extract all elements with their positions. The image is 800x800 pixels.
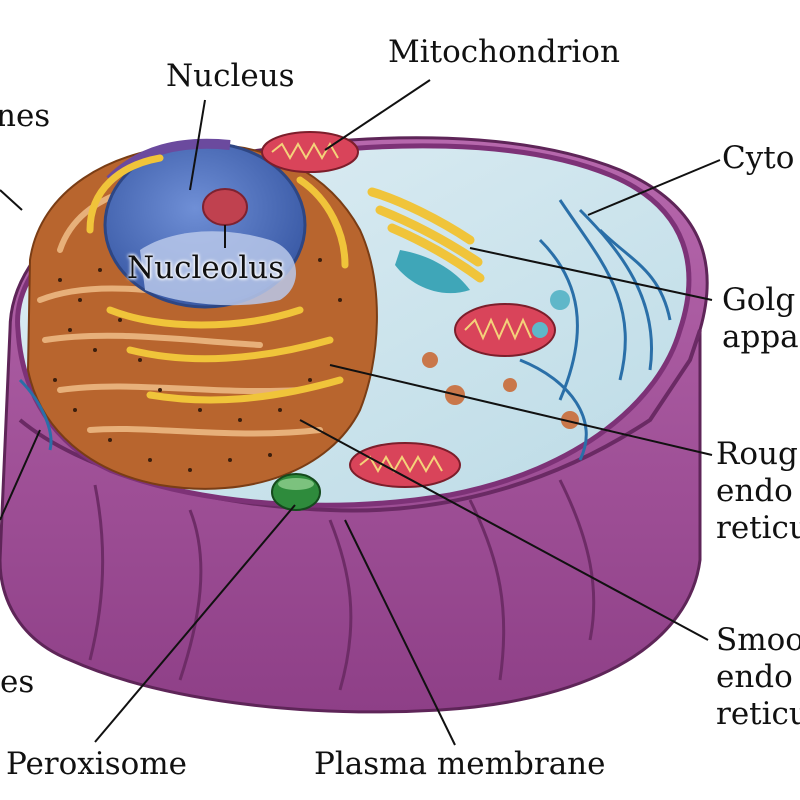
label-nucleus: Nucleus: [166, 58, 295, 94]
golgi-cisterna-teal: [395, 250, 470, 294]
label-golgi-line-1: Golg: [722, 282, 796, 318]
label-ribosomes-partial: nes: [0, 98, 51, 134]
label-peroxisome: Peroxisome: [6, 746, 188, 782]
leader-lines: [0, 79, 721, 746]
label-smooth-er-line-2: endo: [716, 659, 793, 696]
mitochondrion-bottom: [349, 442, 461, 488]
label-golgi-line-2: appa: [722, 319, 799, 356]
rough-er-folds: [37, 187, 323, 437]
cytoskeleton: [18, 199, 672, 461]
mitochondrion-top: [261, 131, 359, 173]
nucleolus: [202, 188, 248, 226]
label-cytoskeleton-partial: Cyto: [722, 140, 795, 176]
chromatin: [140, 231, 297, 306]
label-rough-er-line-2: endo: [716, 473, 793, 510]
mitochondrion-middle: [454, 303, 556, 357]
membrane-fold: [88, 479, 596, 691]
label-nucleolus: Nucleolus: [127, 250, 285, 286]
label-golgi-apparatus: Golg appa: [722, 282, 799, 356]
label-smooth-er-line-1: Smoo: [716, 622, 800, 658]
vesicles: [422, 290, 579, 429]
label-rough-er: Roug endo reticu: [716, 436, 800, 548]
label-mitochondrion: Mitochondrion: [388, 34, 620, 70]
golgi-apparatus: [367, 187, 485, 283]
label-smooth-er: Smoo endo reticu: [716, 622, 800, 734]
label-smooth-er-line-3: reticu: [716, 696, 800, 733]
label-rough-er-line-1: Roug: [716, 436, 798, 472]
label-lysosomes-partial: es: [0, 664, 35, 700]
label-plasma-membrane: Plasma membrane: [314, 746, 606, 782]
label-rough-er-line-3: reticu: [716, 510, 800, 547]
peroxisome: [271, 473, 321, 511]
er-yellow-layers: [86, 154, 349, 404]
